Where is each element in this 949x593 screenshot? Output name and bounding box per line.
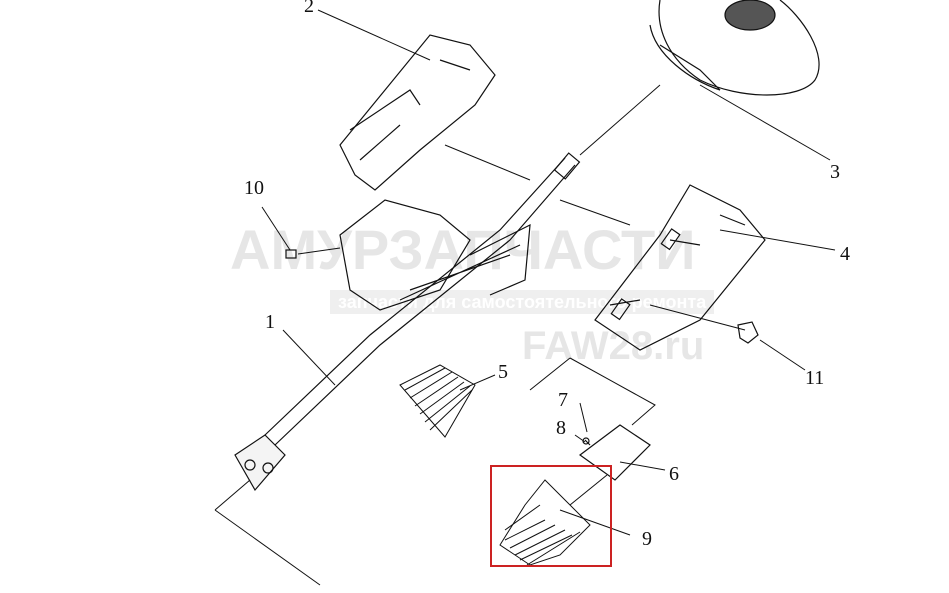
leader-lines xyxy=(214,9,836,586)
seal-part-6 xyxy=(578,424,651,481)
callout-3: 3 xyxy=(830,161,840,183)
callout-10: 10 xyxy=(244,177,264,199)
callout-9: 9 xyxy=(642,528,652,550)
callout-2: 2 xyxy=(304,0,314,17)
callout-6: 6 xyxy=(669,463,679,485)
callout-4: 4 xyxy=(840,243,850,265)
clip-part xyxy=(737,321,759,344)
callout-7: 7 xyxy=(558,389,568,411)
callout-5: 5 xyxy=(498,361,508,383)
boot-part-5 xyxy=(399,364,476,438)
highlight-box xyxy=(490,465,612,567)
callout-1: 1 xyxy=(265,311,275,333)
upper-cover-part xyxy=(339,34,496,191)
lower-cover-part xyxy=(594,184,766,351)
steering-shaft-part xyxy=(234,152,581,492)
callout-8: 8 xyxy=(556,417,566,439)
callout-11: 11 xyxy=(805,367,825,389)
watermark-tagline: запчасти для самостоятельного ремонта xyxy=(330,290,715,314)
bolt-part xyxy=(285,249,297,259)
boot-part-9 xyxy=(499,479,591,566)
watermark-brand: АМУРЗАПЧАСТИ xyxy=(230,218,696,281)
steering-wheel-part xyxy=(649,0,820,96)
